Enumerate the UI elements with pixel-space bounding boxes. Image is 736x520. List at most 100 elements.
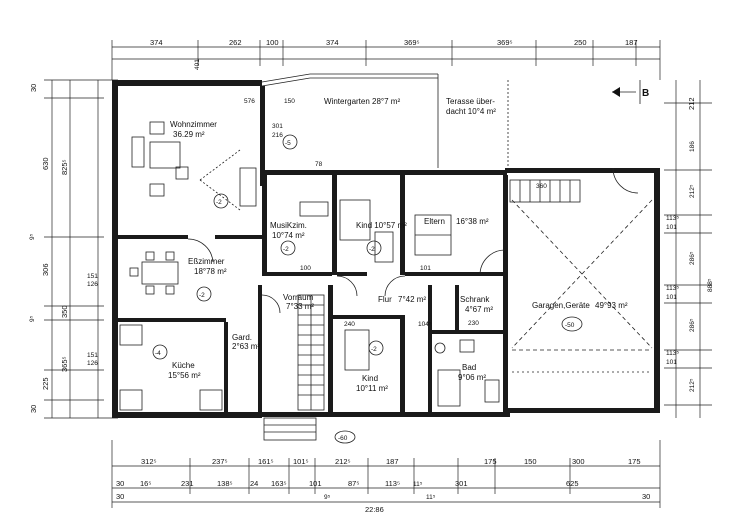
room-eltern-name: Eltern: [424, 217, 445, 226]
bottom-dim-2: 16⁵: [140, 479, 151, 488]
left-inner-dim: 151: [87, 273, 98, 280]
bottom-dim-2: 101: [309, 479, 322, 488]
top-dim: 374: [150, 38, 163, 47]
bottom-dim-1: 300: [572, 457, 585, 466]
bottom-dim-1: 237⁵: [212, 457, 228, 466]
left-inner-dim: 151: [87, 352, 98, 359]
bottom-dim-2: 11⁵: [413, 481, 423, 488]
inner-dim: 150: [284, 98, 295, 105]
right-dim: 286⁵: [689, 318, 696, 332]
inner-dimensions: 150 576 301 216 78 360 230 104⁵ 240 100 …: [244, 98, 547, 328]
room-kind2-num: -2: [371, 346, 377, 353]
inner-dim: 100: [300, 265, 311, 272]
top-dim: 374: [326, 38, 339, 47]
room-flur-name: Flur: [378, 295, 392, 304]
bottom-dim-2: 163⁵: [271, 479, 287, 488]
inner-dim: 360: [536, 183, 547, 190]
top-dim: 250: [574, 38, 587, 47]
room-flur-area: 7°42 m²: [398, 295, 426, 304]
top-dimension-lines: 374 262 100 374 369⁵ 369⁵ 250 187 401: [111, 38, 661, 80]
room-kind2-area: 10°11 m²: [356, 384, 388, 393]
left-dim: 30: [29, 405, 38, 413]
bottom-dim-1: 187: [386, 457, 399, 466]
top-dim-2: 401: [194, 59, 201, 70]
bottom-dim-3: 30: [116, 492, 124, 501]
room-eltern-area: 16°38 m²: [456, 217, 489, 226]
top-dim: 100: [266, 38, 279, 47]
right-dim: 186: [689, 141, 696, 152]
inner-dim: 576: [244, 98, 255, 105]
garage-diagonals: [511, 199, 653, 373]
stairs: [263, 179, 581, 441]
right-dim: 113⁵: [666, 215, 679, 222]
bottom-dim-1: 150: [524, 457, 537, 466]
room-gard-area: 2°63 m²: [232, 342, 260, 351]
room-kind1: Kind 10°57 m²: [356, 221, 407, 230]
bottom-dim-3: 11⁵: [426, 494, 436, 501]
room-terasse-1: Terasse über-: [446, 97, 495, 106]
bottom-dim-2: 301: [455, 479, 468, 488]
left-dim: 825⁵: [60, 159, 69, 175]
right-dim: 888⁵: [707, 278, 714, 292]
top-dim: 369⁵: [404, 38, 420, 47]
left-dim: 9⁵: [29, 233, 36, 240]
top-dim: 369⁵: [497, 38, 513, 47]
left-inner-dim: 126: [87, 281, 98, 288]
marker-5: -5: [285, 140, 291, 147]
top-dim: 262: [229, 38, 242, 47]
right-dim: 101: [666, 224, 677, 231]
left-dim: 350: [60, 305, 69, 318]
bottom-dim-3: 30: [642, 492, 650, 501]
bottom-dim-2: 113⁵: [385, 479, 400, 488]
bottom-dim-2: 231: [181, 479, 194, 488]
room-esszimmer-num: -2: [199, 292, 205, 299]
right-dim: 101: [666, 359, 677, 366]
room-wohnzimmer-num: -2: [216, 199, 222, 206]
left-dimension-lines: 30 630 825⁵ 306 9⁵ 350 9⁵ 225 365⁵ 30 15…: [29, 79, 118, 419]
room-bad-name: Bad: [462, 363, 476, 372]
right-dim: 113⁵: [666, 285, 679, 292]
room-wohnzimmer-name: Wohnzimmer: [170, 120, 217, 129]
bottom-dim-2: 138⁵: [217, 479, 233, 488]
inner-dim: 104⁵: [418, 321, 432, 328]
room-kueche-name: Küche: [172, 361, 195, 370]
furniture: [119, 121, 500, 411]
left-inner-dim: 126: [87, 360, 98, 367]
right-dim: 212: [687, 97, 696, 110]
room-garage-name: Garagen,Geräte: [532, 301, 590, 310]
bottom-dim-1: 175: [484, 457, 497, 466]
door-swings: [187, 167, 639, 314]
room-kueche-area: 15°56 m²: [168, 371, 201, 380]
left-dim: 365⁵: [60, 356, 69, 372]
left-dim: 306: [41, 263, 50, 276]
room-esszimmer-name: Eßzimmer: [188, 257, 225, 266]
room-gard-name: Gard.: [232, 333, 252, 342]
room-musik-name: MusiKzim.: [270, 221, 307, 230]
room-vorraum-name: Vorraum: [283, 293, 314, 302]
inner-dim: 230: [468, 320, 479, 327]
inner-dim: 240: [344, 321, 355, 328]
right-dim: 212⁵: [689, 184, 696, 198]
right-dimension-lines: 212 186 212⁵ 113⁵ 101 286⁵ 113⁵ 101 286⁵…: [664, 80, 714, 418]
inner-dim: 101: [420, 265, 431, 272]
room-schrank-area: 4°67 m²: [465, 305, 493, 314]
bottom-dim-2: 24: [250, 479, 258, 488]
bottom-dim-3: 9⁵: [324, 494, 331, 501]
left-dim: 630: [41, 157, 50, 170]
bottom-dim-2: 30: [116, 479, 124, 488]
bottom-dim-1: 101⁵: [293, 457, 309, 466]
room-vorraum-area: 7°33 m²: [286, 302, 314, 311]
bottom-dim-1: 312⁵: [141, 457, 157, 466]
room-kind2-name: Kind: [362, 374, 378, 383]
room-kind1-num: -2: [369, 246, 375, 253]
room-garage-num: -50: [565, 322, 575, 329]
bottom-dim-1: 175: [628, 457, 641, 466]
right-dim: 286⁵: [689, 251, 696, 265]
room-musik-num: -2: [283, 246, 289, 253]
left-dim: 30: [29, 84, 38, 92]
room-wintergarten: Wintergarten 28°7 m²: [324, 97, 400, 106]
top-dim: 187: [625, 38, 638, 47]
interior-walls: [118, 86, 508, 415]
room-labels: Wohnzimmer 36.29 m² -2 Wintergarten 28°7…: [152, 97, 628, 393]
